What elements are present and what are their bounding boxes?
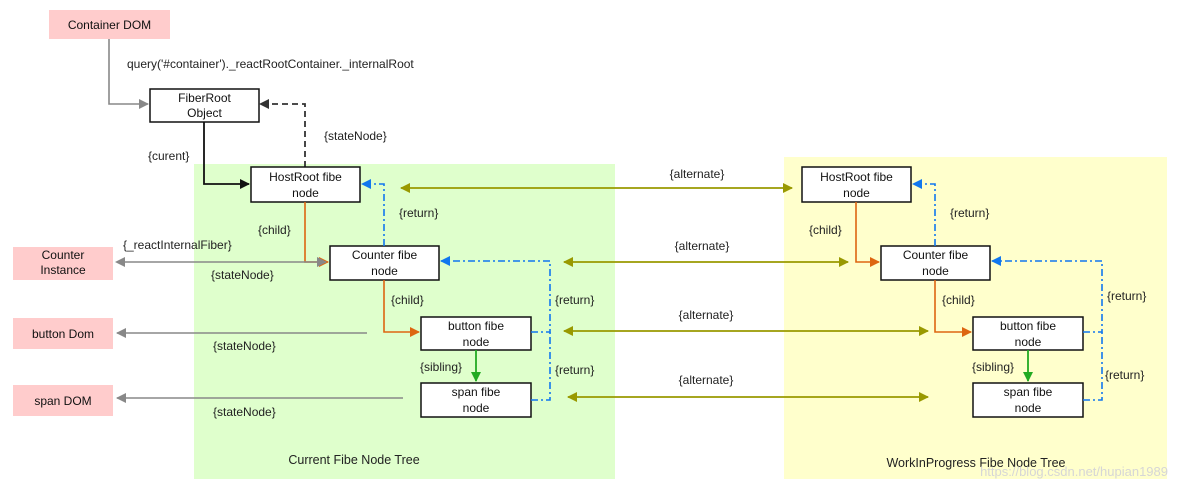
hostroot-statenode-arrow [259,99,306,167]
button-statenode-label: {stateNode} [213,339,276,353]
wip-counter-return-label: {return} [950,206,989,220]
current-sibling-label: {sibling} [420,360,462,374]
container-to-fiberroot-arrow [108,39,149,109]
counter-instance-label-2: Instance [40,263,86,277]
wip-counter-child-label: {child} [942,293,975,307]
current-tree-label: Current Fibe Node Tree [288,453,419,467]
current-span-return-label: {return} [555,363,594,377]
span-statenode-label: {stateNode} [213,405,276,419]
wip-span-node [972,382,1084,418]
current-hostroot-node [250,166,361,203]
current-counter-child-arrow [383,280,420,337]
current-counter-return-arrow [361,179,385,246]
current-counter-return-label: {return} [399,206,438,220]
hostroot-statenode-label: {stateNode} [324,129,387,143]
current-hostroot-child-label: {child} [258,223,291,237]
current-counter-child-label: {child} [391,293,424,307]
wip-counter-label-1: Counter fibe [903,248,969,262]
wip-counter-return-arrow [912,179,936,246]
span-dom-box [13,385,113,416]
span-dom-label: span DOM [34,394,91,408]
current-button-label-1: button fibe [448,319,504,333]
curent-label: {curent} [148,149,189,163]
fiberroot-label-1: FiberRoot [178,91,231,105]
wip-hostroot-child-label: {child} [809,223,842,237]
wip-hostroot-label-2: node [843,186,870,200]
wip-span-label-1: span fibe [1004,385,1053,399]
wip-tree-label: WorkInProgress Fibe Node Tree [886,456,1065,470]
current-hostroot-label-2: node [292,186,319,200]
current-tree-region [194,164,615,479]
hostroot-alternate-label: {alternate} [670,167,725,181]
current-span-label-1: span fibe [452,385,501,399]
wip-counter-node [880,245,991,281]
wip-span-label-2: node [1015,401,1042,415]
current-span-label-2: node [463,401,490,415]
fiberroot-label-2: Object [187,106,222,120]
counter-instance-statenode-arrowhead-left [115,257,125,267]
wip-sibling-label: {sibling} [972,360,1014,374]
wip-counter-child-arrow [934,280,972,337]
counter-statenode-label: {stateNode} [211,268,274,282]
current-counter-label-2: node [371,264,398,278]
current-span-return-line [531,332,551,401]
wip-span-return-label: {return} [1105,368,1144,382]
current-span-node [420,382,532,418]
query-label: query('#container')._reactRootContainer.… [127,57,414,71]
counter-instance-label-1: Counter [42,248,85,262]
button-dom-box [13,318,113,349]
wip-button-node [972,316,1084,351]
button-dom-label: button Dom [32,327,94,341]
current-button-label-2: node [463,335,490,349]
current-counter-label-1: Counter fibe [352,248,418,262]
current-button-return-label: {return} [555,293,594,307]
button-alternate-label: {alternate} [679,308,734,322]
wip-button-label-2: node [1015,335,1042,349]
watermark-text: https://blog.csdn.net/hupian1989 [980,464,1168,479]
wip-button-label-1: button fibe [1000,319,1056,333]
container-dom-label: Container DOM [68,18,151,32]
wip-span-return-line [1083,332,1103,401]
curent-arrow [203,122,250,189]
wip-hostroot-label-1: HostRoot fibe [820,170,893,184]
wip-button-return-label: {return} [1107,289,1146,303]
wip-hostroot-node [801,166,912,203]
span-alternate-label: {alternate} [679,373,734,387]
current-hostroot-label-1: HostRoot fibe [269,170,342,184]
react-internal-fiber-label: {_reactInternalFiber} [123,238,232,252]
container-dom-box [49,10,170,39]
counter-alternate-label: {alternate} [675,239,730,253]
wip-counter-label-2: node [922,264,949,278]
wip-button-return-arrow [991,256,1103,333]
counter-instance-box [13,247,113,280]
wip-hostroot-child-arrow [855,202,880,267]
